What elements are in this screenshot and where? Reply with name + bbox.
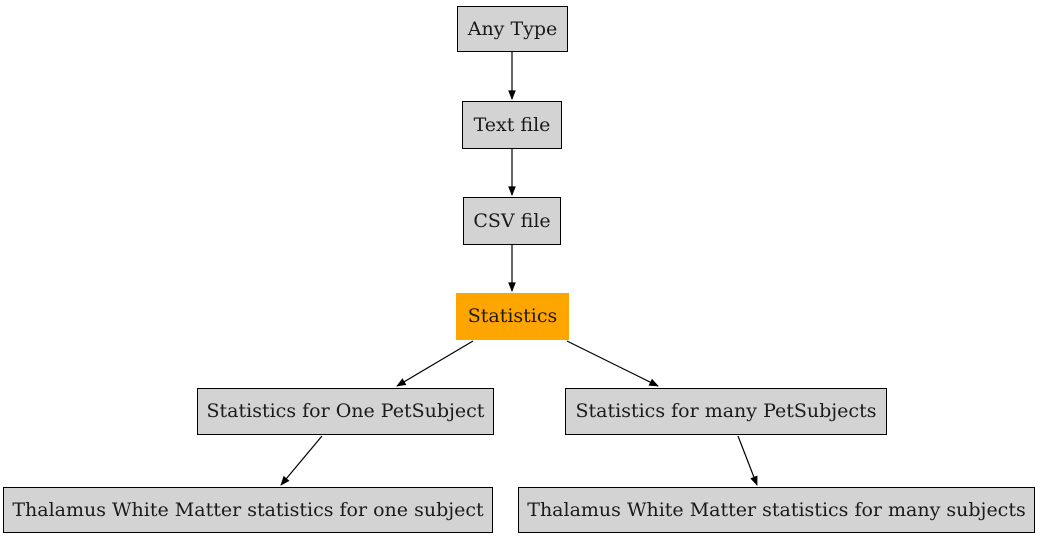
node-statistics-highlighted: Statistics bbox=[456, 293, 569, 340]
edge-statsone-thalamusone bbox=[280, 435, 323, 486]
node-thalamus-many-subjects: Thalamus White Matter statistics for man… bbox=[518, 487, 1035, 533]
edge-statsmany-thalamusmany bbox=[737, 435, 758, 486]
node-statistics-many-petsubjects: Statistics for many PetSubjects bbox=[565, 388, 887, 435]
node-csv-file: CSV file bbox=[463, 197, 561, 245]
node-any-type: Any Type bbox=[457, 6, 568, 52]
edge-statistics-statsone bbox=[396, 340, 474, 387]
edge-statistics-statsmany bbox=[566, 340, 659, 387]
node-text-file: Text file bbox=[462, 101, 562, 149]
node-thalamus-one-subject: Thalamus White Matter statistics for one… bbox=[3, 487, 493, 533]
node-statistics-one-petsubject: Statistics for One PetSubject bbox=[197, 388, 494, 435]
